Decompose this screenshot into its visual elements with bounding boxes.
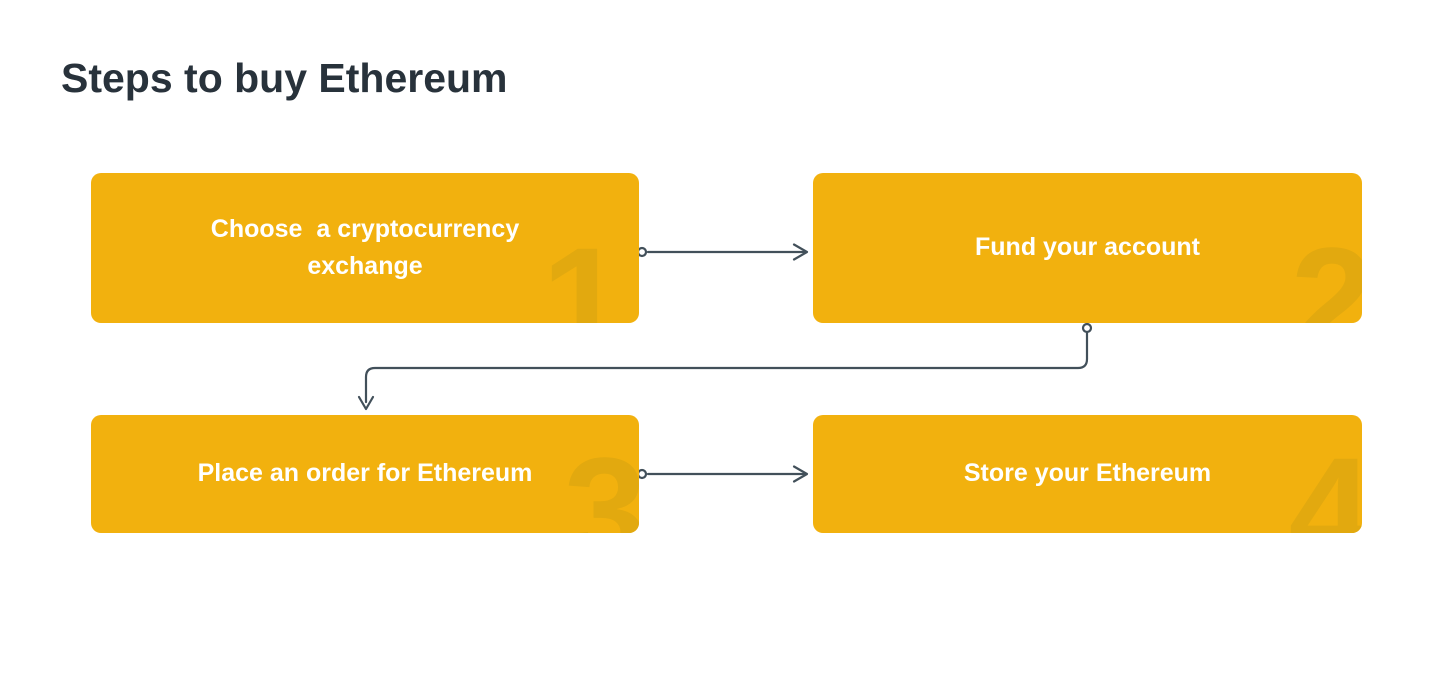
step-number-2: 2 (1290, 216, 1362, 323)
step-box-4: 4 Store your Ethereum (813, 415, 1362, 533)
connector-dot-icon (636, 468, 648, 480)
connector-dot-icon (1081, 322, 1093, 334)
step-box-3: 3 Place an order for Ethereum (91, 415, 639, 533)
step-label-4: Store your Ethereum (963, 459, 1212, 488)
arrowhead-right-icon (792, 465, 809, 483)
step-label-3: Place an order for Ethereum (197, 459, 533, 488)
step-box-1: 1 Choose a cryptocurrency exchange (91, 173, 639, 323)
step-box-2: 2 Fund your account (813, 173, 1362, 323)
step-label-1: Choose a cryptocurrency exchange (210, 214, 527, 281)
step-number-4: 4 (1288, 426, 1362, 533)
step-number-1: 1 (541, 216, 625, 323)
connector-dot-icon (636, 246, 648, 258)
arrowhead-right-icon (792, 243, 809, 261)
page-title: Steps to buy Ethereum (61, 55, 508, 101)
step-label-2: Fund your account (975, 233, 1200, 262)
arrowhead-down-icon (357, 395, 375, 411)
connector-elbow-2-3 (364, 330, 1089, 404)
step-number-3: 3 (563, 426, 639, 533)
